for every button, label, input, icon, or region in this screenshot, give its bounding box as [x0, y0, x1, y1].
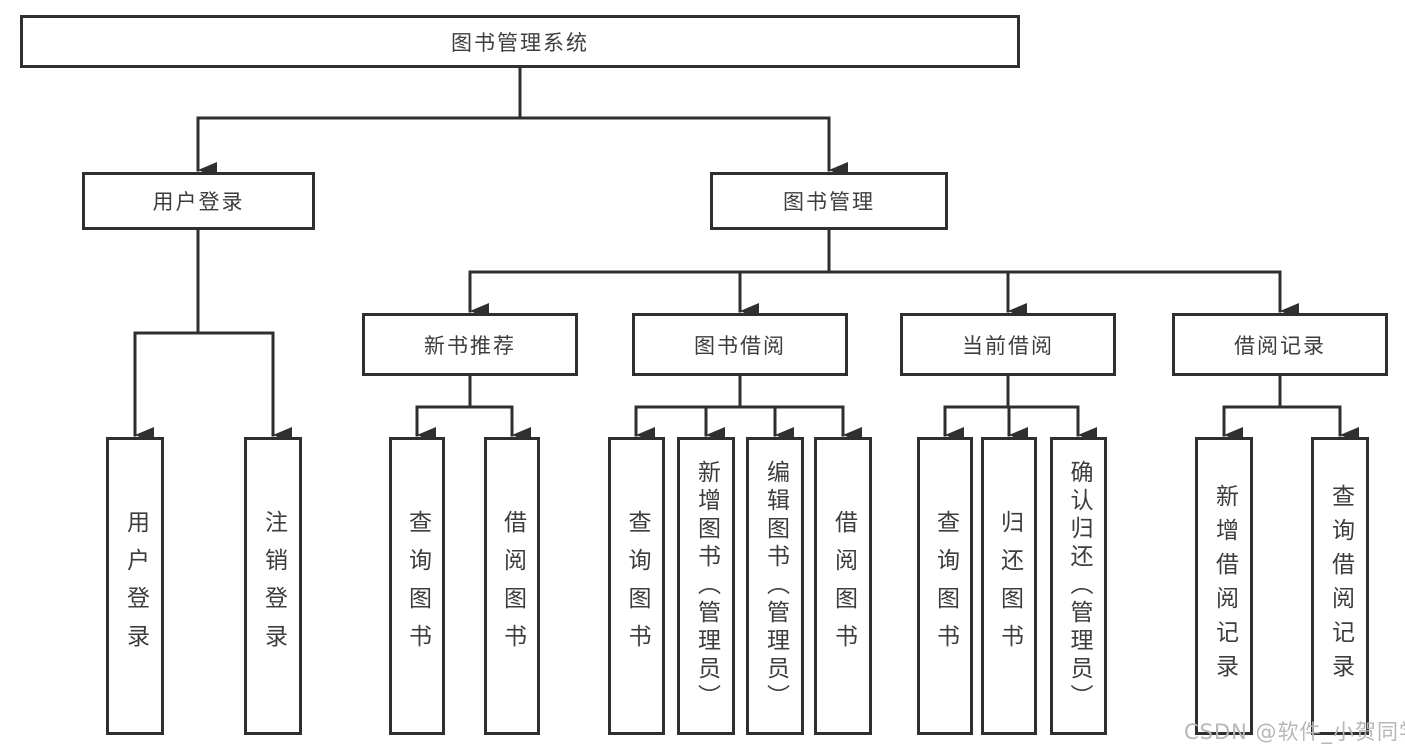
leaf-add-borrow-record: 新增借阅记录 — [1195, 437, 1253, 735]
leaf-edit-books-admin: 编辑图书（管理员） — [746, 437, 804, 735]
leaf-user-login-label: 用户登录 — [122, 510, 149, 662]
node-current-borrow-label: 当前借阅 — [962, 333, 1054, 358]
leaf-borrow-books: 借阅图书 — [814, 437, 872, 735]
leaf-recommend-borrow-books-label: 借阅图书 — [499, 510, 526, 662]
leaf-edit-books-admin-label: 编辑图书（管理员） — [762, 460, 789, 712]
leaf-confirm-return-admin-label: 确认归还（管理员） — [1066, 460, 1092, 712]
node-user-login-label: 用户登录 — [152, 190, 245, 214]
leaf-current-query-books-label: 查询图书 — [932, 510, 959, 662]
leaf-logout: 注销登录 — [244, 437, 302, 735]
leaf-recommend-borrow-books: 借阅图书 — [484, 437, 540, 735]
leaf-user-login: 用户登录 — [106, 437, 164, 735]
leaf-current-query-books: 查询图书 — [917, 437, 973, 735]
leaf-logout-label: 注销登录 — [260, 510, 287, 662]
node-book-borrow-label: 图书借阅 — [694, 333, 786, 358]
leaf-borrow-books-label: 借阅图书 — [830, 510, 857, 662]
leaf-recommend-query-books-label: 查询图书 — [404, 510, 431, 662]
leaf-add-books-admin: 新增图书（管理员） — [677, 437, 735, 735]
node-user-login: 用户登录 — [82, 172, 315, 230]
leaf-borrow-query-books: 查询图书 — [608, 437, 665, 735]
node-root: 图书管理系统 — [20, 15, 1020, 68]
leaf-query-borrow-record-label: 查询借阅记录 — [1327, 484, 1354, 688]
leaf-add-books-admin-label: 新增图书（管理员） — [693, 460, 720, 712]
node-current-borrow: 当前借阅 — [900, 313, 1116, 376]
leaf-add-borrow-record-label: 新增借阅记录 — [1211, 484, 1238, 688]
node-new-book-recommend-label: 新书推荐 — [424, 333, 516, 358]
leaf-return-books: 归还图书 — [981, 437, 1037, 735]
csdn-watermark: CSDN @软件_小贺同学 — [1184, 720, 1405, 744]
leaf-return-books-label: 归还图书 — [996, 510, 1023, 662]
node-book-management: 图书管理 — [710, 172, 948, 230]
leaf-borrow-query-books-label: 查询图书 — [624, 510, 650, 662]
node-borrow-records: 借阅记录 — [1172, 313, 1388, 376]
node-new-book-recommend: 新书推荐 — [362, 313, 578, 376]
node-book-management-label: 图书管理 — [783, 190, 875, 214]
node-book-borrow: 图书借阅 — [632, 313, 848, 376]
leaf-query-borrow-record: 查询借阅记录 — [1311, 437, 1369, 735]
leaf-recommend-query-books: 查询图书 — [389, 437, 445, 735]
leaf-confirm-return-admin: 确认归还（管理员） — [1050, 437, 1107, 735]
node-root-label: 图书管理系统 — [451, 30, 589, 55]
node-borrow-records-label: 借阅记录 — [1234, 333, 1326, 358]
